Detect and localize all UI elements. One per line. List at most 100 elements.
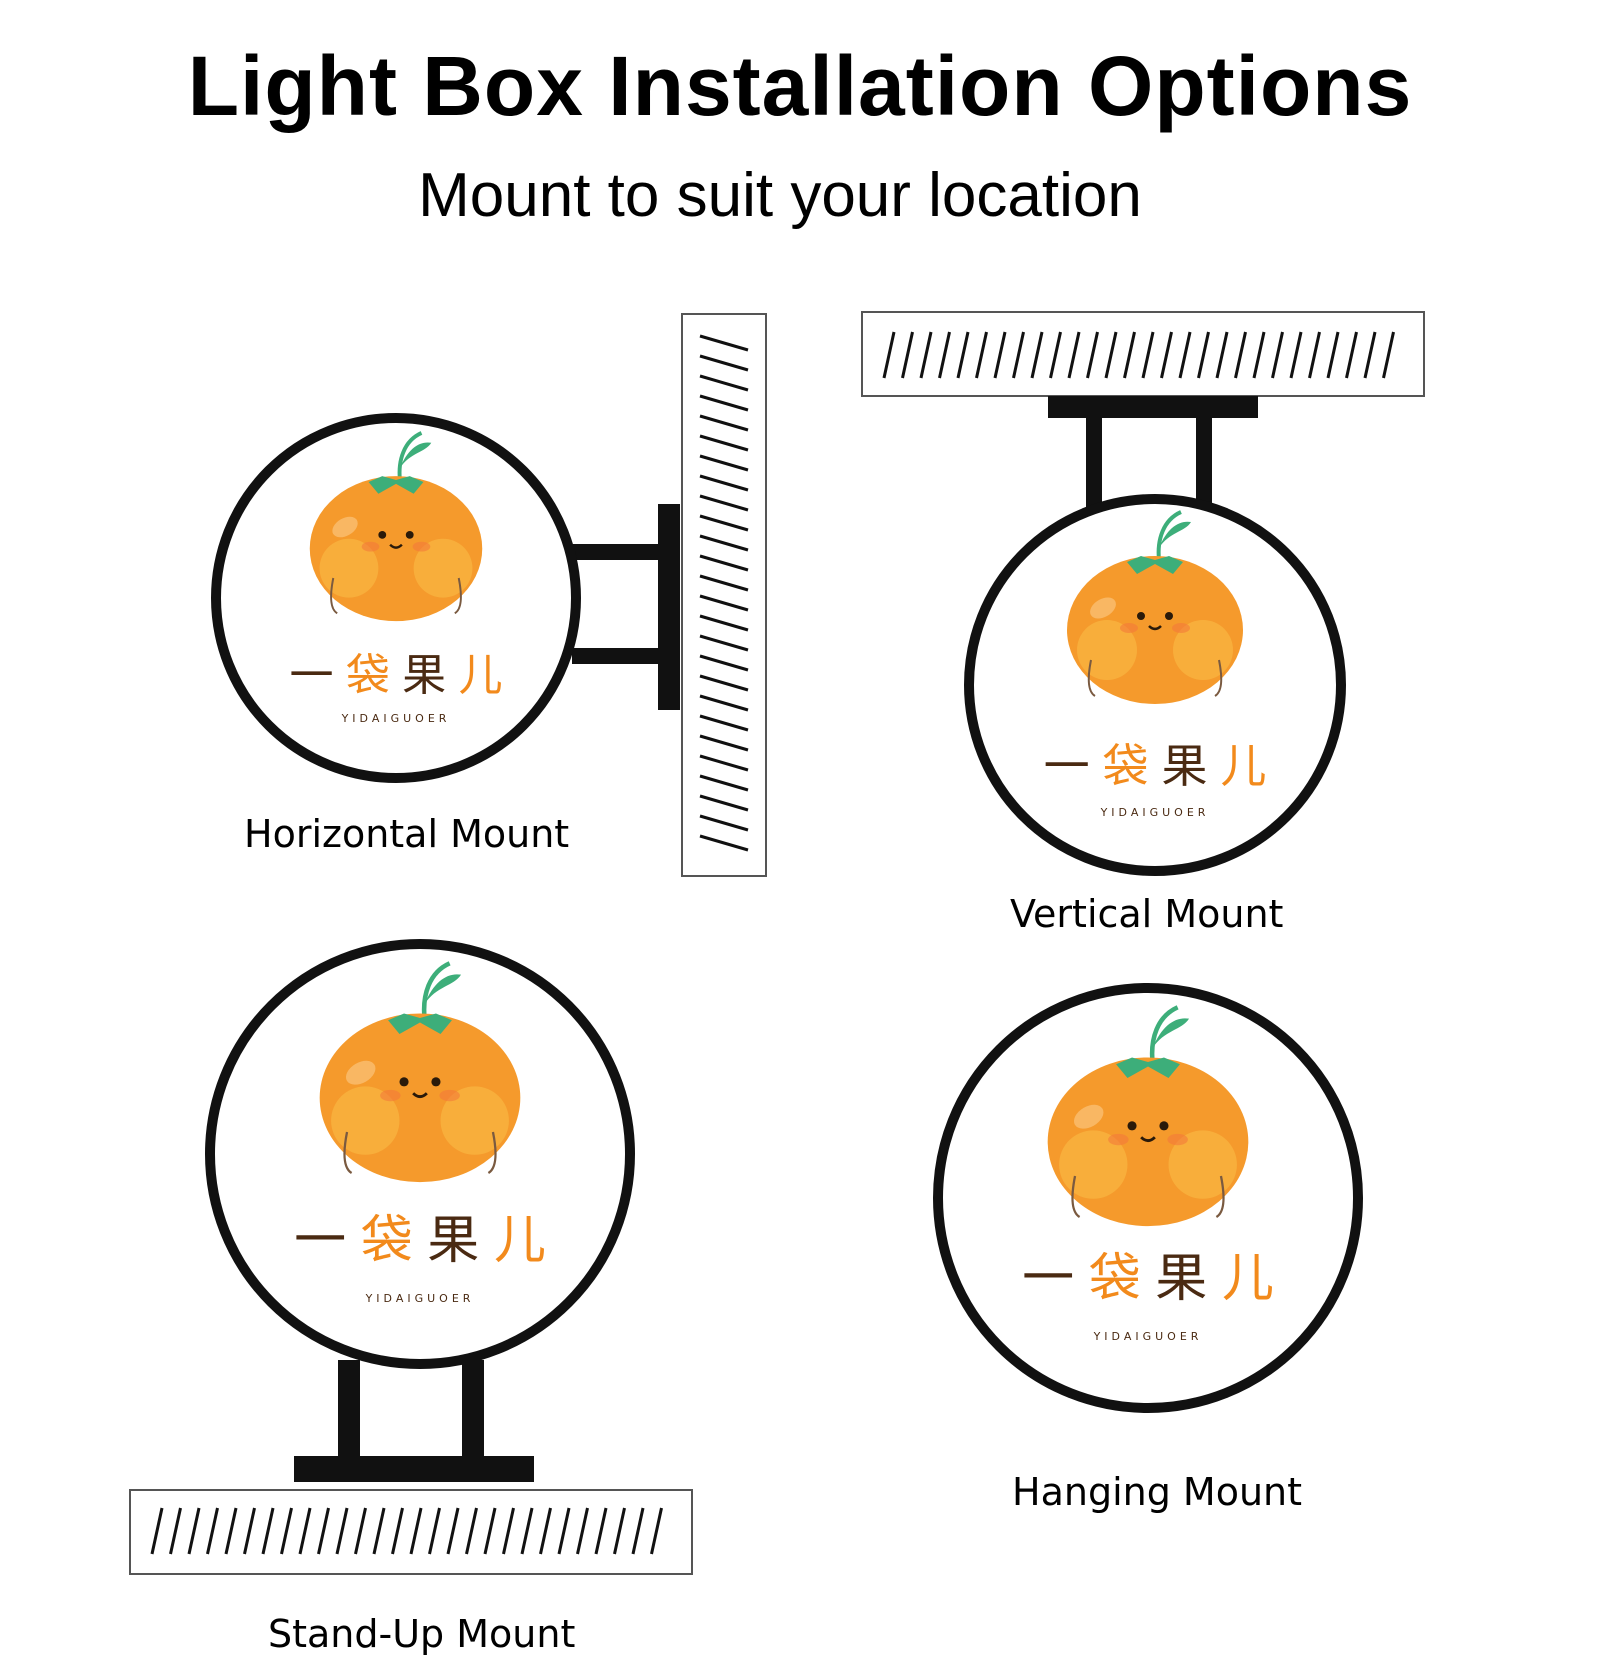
hatch-line	[520, 1507, 534, 1555]
brand-character: 一	[290, 650, 334, 701]
hatch-line	[919, 331, 933, 379]
horizontal-mount-diagram: 一袋果儿 YIDAIGUOER	[211, 313, 767, 877]
brand-pinyin: YIDAIGUOER	[1093, 1330, 1203, 1343]
brand-pinyin: YIDAIGUOER	[365, 1292, 475, 1305]
hatch-line	[1049, 331, 1062, 379]
hatch-line	[576, 1507, 589, 1555]
hatch-line	[699, 454, 749, 472]
hatch-line	[699, 394, 749, 412]
wall-hatch	[699, 334, 749, 852]
hatch-line	[699, 634, 749, 652]
hatch-line	[187, 1507, 201, 1555]
hatch-line	[446, 1507, 460, 1555]
hatch-line	[631, 1507, 645, 1555]
stand-leg-right	[462, 1360, 484, 1460]
hatch-line	[1363, 331, 1377, 379]
hatch-line	[409, 1507, 423, 1555]
hatch-line	[650, 1507, 663, 1555]
brand-character: 一	[1022, 1249, 1074, 1309]
hatch-line	[594, 1507, 608, 1555]
hatch-line	[699, 414, 749, 432]
brand-character: 袋	[346, 650, 390, 701]
hatch-line	[993, 331, 1007, 379]
brand-character: 果	[1155, 1249, 1207, 1309]
hatch-line	[1067, 331, 1081, 379]
hatch-line	[335, 1507, 349, 1555]
hatch-line	[882, 331, 896, 379]
brand-character: 一	[294, 1211, 346, 1271]
hatch-line	[699, 494, 749, 512]
mount-arm-upper	[572, 544, 662, 560]
hatch-line	[1030, 331, 1044, 379]
hatch-line	[483, 1507, 497, 1555]
hatch-line	[539, 1507, 552, 1555]
hatch-line	[699, 834, 749, 852]
hatch-line	[317, 1507, 330, 1555]
mount-plate	[658, 504, 680, 710]
hatch-line	[699, 374, 749, 392]
brand-pinyin: YIDAIGUOER	[1100, 806, 1210, 819]
brand-character: 儿	[1222, 1249, 1274, 1309]
standup-mount-label: Stand-Up Mount	[268, 1612, 576, 1656]
hatch-line	[956, 331, 970, 379]
page-subtitle: Mount to suit your location	[418, 161, 1142, 230]
hatch-line	[391, 1507, 404, 1555]
floor-panel	[129, 1489, 693, 1575]
hatch-line	[1197, 331, 1210, 379]
brand-chinese: 一袋果儿	[294, 1211, 546, 1271]
hatch-line	[1326, 331, 1340, 379]
ceiling-panel	[861, 311, 1425, 397]
hatch-line	[1215, 331, 1229, 379]
brand-character: 袋	[1089, 1249, 1141, 1309]
hatch-line	[699, 794, 749, 812]
hatch-line	[354, 1507, 367, 1555]
hatch-line	[699, 514, 749, 532]
hatch-line	[1382, 331, 1395, 379]
hatch-line	[280, 1507, 293, 1555]
brand-character: 儿	[1220, 739, 1266, 793]
hatch-line	[557, 1507, 571, 1555]
hatch-line	[938, 331, 951, 379]
hatch-line	[1141, 331, 1155, 379]
hatch-line	[699, 814, 749, 832]
hatch-line	[1234, 331, 1247, 379]
brand-character: 果	[1161, 739, 1207, 793]
hatch-line	[1104, 331, 1118, 379]
hatch-line	[1086, 331, 1099, 379]
hatch-line	[206, 1507, 219, 1555]
hatch-line	[1308, 331, 1321, 379]
hatch-line	[699, 734, 749, 752]
hatch-line	[699, 594, 749, 612]
hatch-line	[372, 1507, 386, 1555]
wall-panel	[681, 313, 767, 877]
mount-plate	[1048, 396, 1258, 418]
hatch-line	[699, 474, 749, 492]
brand-character: 儿	[494, 1211, 546, 1271]
brand-chinese: 一袋果儿	[1044, 739, 1267, 793]
standup-mount-diagram: 一袋果儿 YIDAIGUOER	[129, 939, 693, 1575]
hatch-line	[261, 1507, 275, 1555]
brand-character: 袋	[1103, 739, 1149, 793]
brand-character: 袋	[361, 1211, 413, 1271]
vertical-mount-diagram: 一袋果儿 YIDAIGUOER	[861, 311, 1425, 876]
brand-character: 一	[1044, 739, 1090, 793]
brand-character: 儿	[458, 650, 502, 701]
mount-arm-right	[1196, 414, 1212, 510]
page-title: Light Box Installation Options	[187, 39, 1413, 133]
hanging-mount-label: Hanging Mount	[1012, 1470, 1303, 1514]
hatch-line	[1271, 331, 1284, 379]
hatch-line	[699, 674, 749, 692]
brand-character: 果	[427, 1211, 479, 1271]
ceiling-hatch	[882, 331, 1395, 379]
hatch-line	[1123, 331, 1136, 379]
mount-arm-left	[1086, 414, 1102, 510]
hatch-line	[243, 1507, 256, 1555]
hatch-line	[975, 331, 988, 379]
hatch-line	[150, 1507, 164, 1555]
hatch-line	[699, 654, 749, 672]
hatch-line	[699, 434, 749, 452]
hatch-line	[699, 754, 749, 772]
hatch-line	[1345, 331, 1358, 379]
hatch-line	[699, 354, 749, 372]
